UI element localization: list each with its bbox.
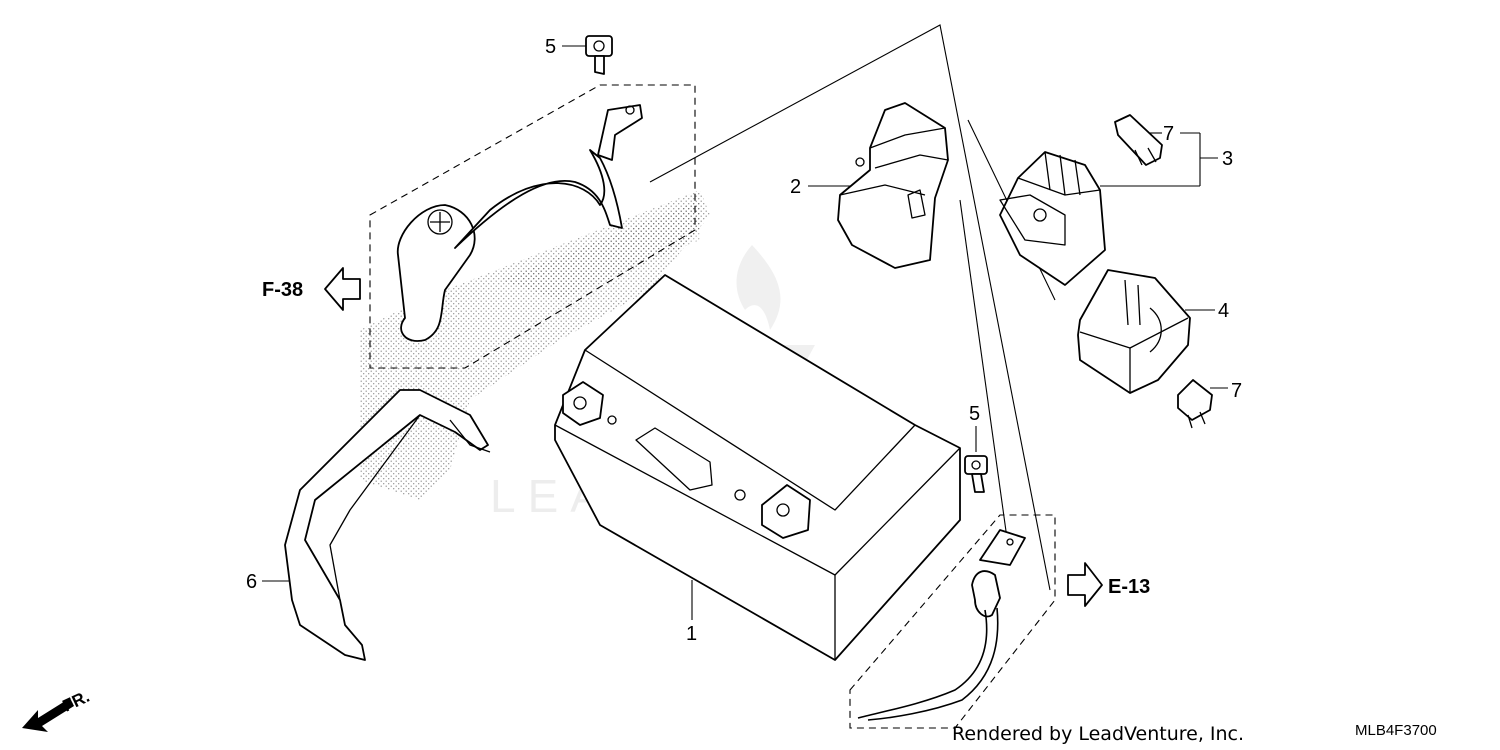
callout-band: 6	[246, 571, 290, 593]
fuse-bottom	[1177, 379, 1213, 429]
callout-bolt-top: 5	[545, 36, 586, 58]
negative-cable	[857, 529, 1026, 721]
svg-text:2: 2	[790, 176, 801, 198]
terminal-cover	[837, 102, 949, 269]
starter-relay	[999, 151, 1106, 286]
svg-text:4: 4	[1218, 300, 1229, 322]
arrow-left-icon	[324, 267, 361, 311]
fuse-top	[1114, 114, 1163, 166]
callout-fuse-top: 7	[1150, 123, 1174, 145]
callout-battery: 1	[686, 580, 697, 645]
positive-cable	[397, 104, 643, 342]
reference-left: F-38	[262, 267, 361, 311]
watermark-flame-icon	[736, 245, 781, 330]
diagram-code: MLB4F3700	[1355, 722, 1437, 739]
svg-text:E-13: E-13	[1108, 576, 1150, 598]
battery	[554, 274, 961, 661]
callout-fuse-bottom: 7	[1210, 380, 1242, 402]
cable-group-boundary-bottom	[849, 514, 1056, 729]
relay	[1077, 269, 1191, 394]
reference-right: E-13	[1067, 562, 1150, 607]
svg-text:5: 5	[969, 403, 980, 425]
arrow-right-icon	[1067, 562, 1103, 607]
callout-relay-b: 4	[1185, 300, 1229, 322]
callout-cover: 2	[790, 176, 850, 198]
svg-text:1: 1	[686, 623, 697, 645]
front-arrow-icon	[22, 698, 74, 732]
callout-bolt-mid: 5	[969, 403, 980, 452]
cable-group-boundary-top	[369, 84, 696, 369]
battery-band	[284, 389, 491, 661]
bolt-top	[585, 35, 613, 75]
front-indicator: FR.	[22, 687, 93, 732]
svg-text:7: 7	[1231, 380, 1242, 402]
svg-text:F-38: F-38	[262, 279, 303, 301]
bolt-mid	[964, 455, 988, 493]
svg-text:6: 6	[246, 571, 257, 593]
svg-text:3: 3	[1222, 148, 1233, 170]
footer-credit: Rendered by LeadVenture, Inc.	[952, 723, 1244, 745]
svg-text:7: 7	[1163, 123, 1174, 145]
callout-relay-a: 3	[1100, 132, 1233, 187]
svg-text:5: 5	[545, 36, 556, 58]
